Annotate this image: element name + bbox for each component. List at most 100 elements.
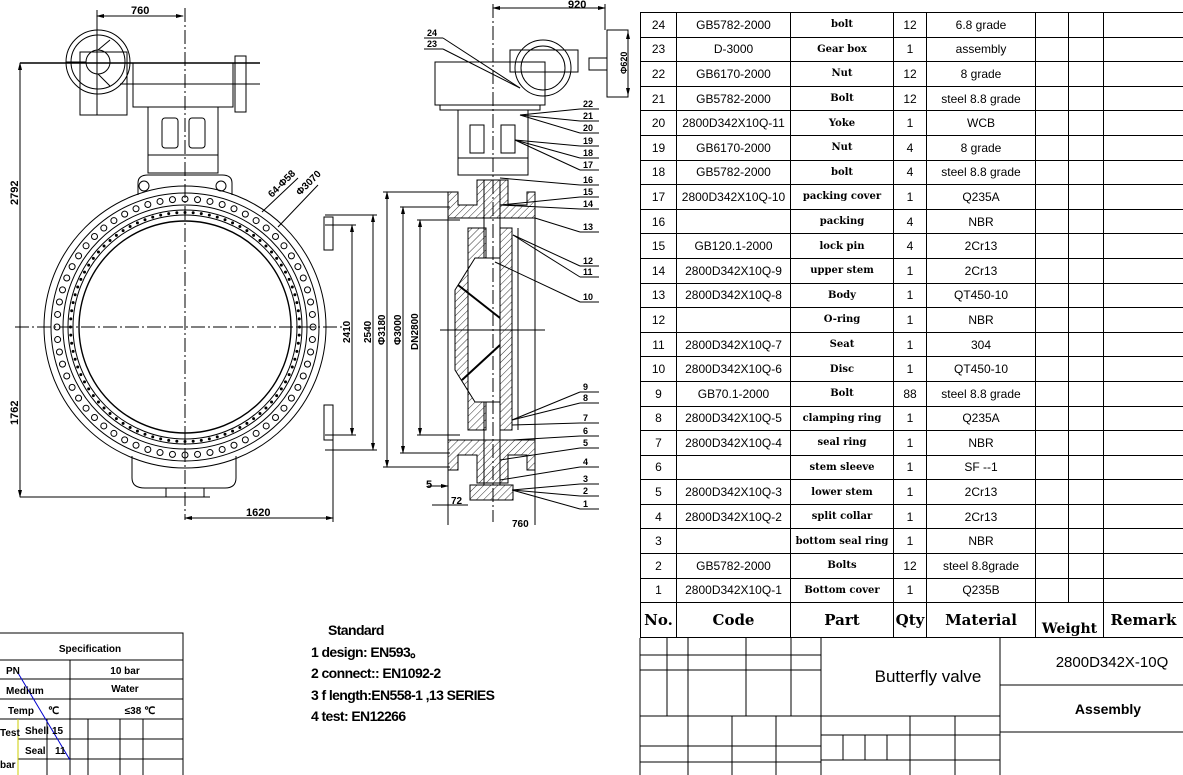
bom-code xyxy=(676,307,791,333)
bom-code xyxy=(676,454,791,481)
yoke xyxy=(147,106,219,156)
bolt-hole xyxy=(287,394,295,402)
bom-empty-cell xyxy=(1068,85,1104,112)
seal-bolt xyxy=(287,277,291,281)
bom-material: QT450-10 xyxy=(926,282,1036,309)
seal-bolt xyxy=(69,333,73,337)
seal-bolt xyxy=(223,432,227,436)
seal-bolt xyxy=(238,225,242,229)
part-balloon: 19 xyxy=(583,136,593,146)
bom-no: 24 xyxy=(640,12,677,38)
bom-no: 4 xyxy=(640,503,677,530)
bom-code: GB5782-2000 xyxy=(676,85,791,112)
bolt-hole xyxy=(63,372,71,380)
seal-bolt xyxy=(167,438,171,442)
bolt-hole xyxy=(54,336,62,344)
standards-notes: Standard 1 design: EN593。 2 connect:: EN… xyxy=(311,620,495,728)
bolt-hole xyxy=(156,197,164,205)
bom-empty-cell xyxy=(1103,528,1183,555)
disc-section xyxy=(454,227,487,431)
bom-material: NBR xyxy=(926,430,1036,456)
bom-qty: 12 xyxy=(893,12,927,38)
bom-material: 8 grade xyxy=(926,61,1036,87)
bolt-hole xyxy=(287,252,295,260)
spec-temp-value: ≤38 ℃ xyxy=(125,706,156,717)
bom-no: 23 xyxy=(640,36,677,63)
bom-material: NBR xyxy=(926,528,1036,555)
part-balloon: 3 xyxy=(583,474,588,484)
spec-pn-value: 10 bar xyxy=(110,666,140,677)
seal-bolt xyxy=(69,317,73,321)
front-view-dimension-lines xyxy=(18,10,377,522)
bom-empty-cell xyxy=(1068,577,1104,604)
bom-empty-cell xyxy=(1035,553,1069,579)
bom-empty-cell xyxy=(1068,208,1104,235)
gearbox-mount-plate xyxy=(439,104,541,111)
bolt-hole xyxy=(252,217,260,225)
bom-qty: 1 xyxy=(893,110,927,136)
body-lug xyxy=(323,216,334,251)
seal-bolt xyxy=(151,215,155,219)
leader-line xyxy=(512,234,581,267)
bom-empty-cell xyxy=(1035,430,1069,456)
dim-bore: DN2800 xyxy=(410,313,421,350)
bom-empty-cell xyxy=(1068,282,1104,309)
bom-material: QT450-10 xyxy=(926,356,1036,382)
seal-bolt xyxy=(121,421,125,425)
title-block: Butterfly valve 2800D342X-10Q Assembly xyxy=(875,654,1169,717)
bom-empty-cell xyxy=(1068,257,1104,284)
part-balloon: 20 xyxy=(583,123,593,133)
seal-bolt xyxy=(183,211,187,214)
seal-bolt xyxy=(102,244,106,248)
body-top-flange-section xyxy=(447,179,536,219)
bom-qty: 12 xyxy=(893,85,927,112)
seal-bolt xyxy=(245,229,249,233)
seal-bolt xyxy=(70,309,74,313)
seal-bolt xyxy=(91,394,95,398)
bolt-hole xyxy=(218,445,226,453)
bom-qty: 1 xyxy=(893,528,927,555)
bom-code: 2800D342X10Q-1 xyxy=(676,577,791,604)
part-balloon: 11 xyxy=(583,267,593,277)
seal-bolt xyxy=(91,256,95,260)
leader-line xyxy=(511,402,581,421)
bolt-hole xyxy=(53,323,61,331)
seal-bolt xyxy=(102,406,106,410)
bom-empty-cell xyxy=(1068,36,1104,63)
seal-bolt xyxy=(73,293,77,297)
seal-bolt xyxy=(270,250,274,254)
disc-rib xyxy=(461,344,501,381)
bom-empty-cell xyxy=(1068,454,1104,481)
seal-bolt xyxy=(143,432,147,436)
bom-no: 12 xyxy=(640,307,677,333)
bolt-hole xyxy=(206,449,214,457)
bom-part: stem sleeve xyxy=(790,454,894,481)
spec-medium-value: Water xyxy=(111,684,139,695)
leader-line xyxy=(514,139,581,171)
bom-empty-cell xyxy=(1103,110,1183,136)
bom-qty: 12 xyxy=(893,553,927,579)
part-balloon: 7 xyxy=(583,413,588,423)
bom-qty: 1 xyxy=(893,331,927,358)
front-view-dimensions: 760 2792 1762 1620 64-Φ58 Φ3070 2410 254… xyxy=(9,5,374,519)
spec-pn-label: PN xyxy=(6,666,20,677)
bom-part: bottom seal ring xyxy=(790,528,894,555)
bom-qty: 1 xyxy=(893,257,927,284)
bom-part: packing xyxy=(790,208,894,235)
part-balloon: 16 xyxy=(583,175,593,185)
bom-empty-cell xyxy=(1068,380,1104,407)
bom-material: WCB xyxy=(926,110,1036,136)
gearbox-input-housing xyxy=(79,51,128,116)
bom-material: Q235A xyxy=(926,405,1036,432)
seal-bolt xyxy=(279,263,283,267)
seal-bolt xyxy=(175,439,179,443)
bolt-hole xyxy=(218,201,226,209)
seal-bolt xyxy=(270,400,274,404)
dim-flange-thk: 72 xyxy=(451,496,463,507)
bom-code: 2800D342X10Q-7 xyxy=(676,331,791,358)
